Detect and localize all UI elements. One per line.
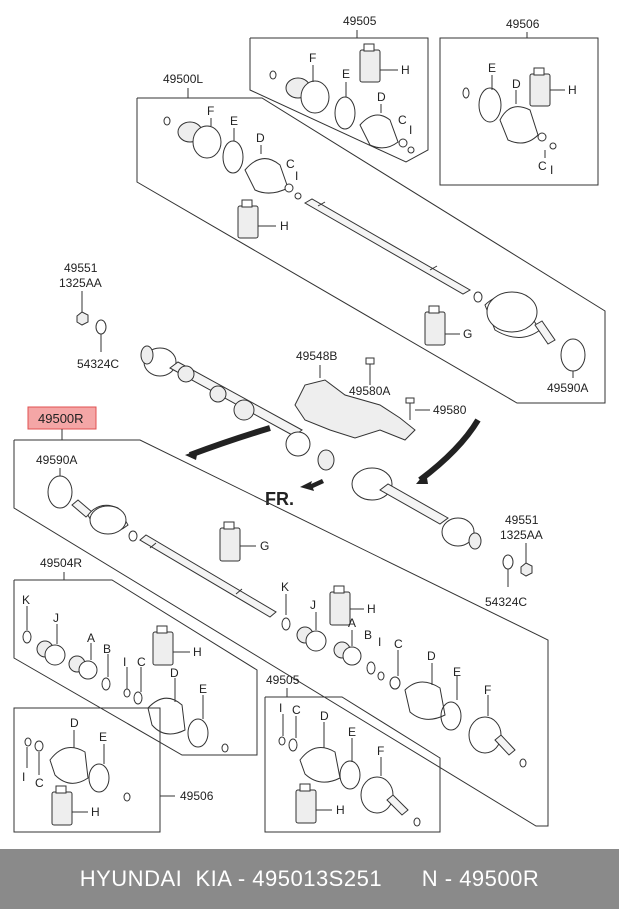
parts-49505-bottom bbox=[278, 714, 421, 827]
nut-washer-left bbox=[76, 291, 107, 352]
label-C-49506-top: C bbox=[538, 159, 547, 173]
front-arrow-icon bbox=[300, 479, 324, 491]
label-H-49505-top: H bbox=[401, 63, 410, 77]
label-I-49506-bottom: I bbox=[22, 770, 25, 784]
bracket-49548B bbox=[294, 357, 430, 441]
label-49505-top: 49505 bbox=[343, 14, 377, 28]
label-H-49500L: H bbox=[280, 219, 289, 233]
label-H-49506-top: H bbox=[568, 83, 577, 97]
catalog-reference: N - 49500R bbox=[421, 866, 540, 891]
label-J-49500R: J bbox=[310, 598, 316, 612]
label-A-49500R: A bbox=[348, 616, 356, 630]
label-C-49506-bottom: C bbox=[35, 776, 44, 790]
label-F-49505-top: F bbox=[309, 51, 316, 65]
main-shaft bbox=[140, 345, 482, 550]
box-49504R bbox=[13, 572, 258, 756]
label-K-49504R: K bbox=[22, 593, 30, 607]
label-I-49500L: I bbox=[295, 169, 298, 183]
box-49505-bottom bbox=[264, 688, 441, 833]
label-49590A-left: 49590A bbox=[36, 453, 77, 467]
parts-49500R bbox=[47, 468, 527, 768]
label-I-49505-top: I bbox=[409, 123, 412, 137]
label-E-49504R: E bbox=[199, 682, 207, 696]
label-H-49500R: H bbox=[367, 602, 376, 616]
label-F-49500R: F bbox=[484, 683, 491, 697]
label-D-49506-top: D bbox=[512, 77, 521, 91]
label-49580: 49580 bbox=[433, 403, 467, 417]
label-1325AA-right: 1325AA bbox=[500, 528, 543, 542]
label-J-49504R: J bbox=[53, 611, 59, 625]
parts-49500L bbox=[163, 116, 586, 378]
label-E-49506-bottom: E bbox=[99, 730, 107, 744]
label-FR: FR. bbox=[265, 489, 294, 509]
label-B-49504R: B bbox=[103, 642, 111, 656]
label-H-49505-bottom: H bbox=[336, 803, 345, 817]
label-C-49504R: C bbox=[137, 655, 146, 669]
part-number-banner: HYUNDAI KIA - 495013S251 N - 49500R bbox=[0, 849, 619, 909]
label-D-49500L: D bbox=[256, 131, 265, 145]
label-C-49500L: C bbox=[286, 157, 295, 171]
label-1325AA-top: 1325AA bbox=[59, 276, 102, 290]
label-49505-bottom: 49505 bbox=[266, 673, 300, 687]
footer-gap bbox=[382, 866, 422, 891]
label-49504R: 49504R bbox=[40, 556, 82, 570]
label-H-49504R: H bbox=[193, 645, 202, 659]
label-E-49500R: E bbox=[453, 665, 461, 679]
parts-diagram: 49505 F E D C I H 49506 E D bbox=[13, 14, 606, 833]
nut-washer-right bbox=[502, 543, 533, 587]
label-I-49504R: I bbox=[123, 655, 126, 669]
label-D-49500R: D bbox=[427, 649, 436, 663]
label-49500R: 49500R bbox=[38, 411, 84, 426]
label-K-49500R: K bbox=[281, 580, 289, 594]
label-H-49506-bottom: H bbox=[91, 805, 100, 819]
label-I-49506-top: I bbox=[550, 163, 553, 177]
label-E-49505-top: E bbox=[342, 67, 350, 81]
label-54324C-top: 54324C bbox=[77, 357, 119, 371]
label-E-49500L: E bbox=[230, 114, 238, 128]
brand-part-number: HYUNDAI KIA - 495013S251 bbox=[79, 866, 383, 891]
box-49506-bottom bbox=[13, 707, 175, 833]
label-G-49500R: G bbox=[260, 539, 269, 553]
label-D-49505-top: D bbox=[377, 90, 386, 104]
box-49505-top bbox=[249, 30, 429, 163]
label-49551-top: 49551 bbox=[64, 261, 98, 275]
label-B-49500R: B bbox=[364, 628, 372, 642]
parts-49506-top bbox=[462, 67, 565, 158]
label-C-49500R: C bbox=[394, 637, 403, 651]
label-D-49505-bottom: D bbox=[320, 709, 329, 723]
label-C-49505-top: C bbox=[398, 113, 407, 127]
label-F-49500L: F bbox=[207, 104, 214, 118]
label-C-49505-bottom: C bbox=[292, 703, 301, 717]
label-49500L: 49500L bbox=[163, 72, 203, 86]
label-49506-top: 49506 bbox=[506, 17, 540, 31]
label-49551-right: 49551 bbox=[505, 513, 539, 527]
label-F-49505-bottom: F bbox=[377, 744, 384, 758]
label-I-49505-bottom: I bbox=[279, 701, 282, 715]
label-D-49504R: D bbox=[170, 666, 179, 680]
label-E-49505-bottom: E bbox=[348, 725, 356, 739]
parts-49504R bbox=[22, 606, 229, 753]
label-49548B: 49548B bbox=[296, 349, 337, 363]
label-I-49500R: I bbox=[378, 635, 381, 649]
label-A-49504R: A bbox=[87, 631, 95, 645]
box-49500R bbox=[13, 429, 549, 827]
label-D-49506-bottom: D bbox=[70, 716, 79, 730]
label-54324C-right: 54324C bbox=[485, 595, 527, 609]
label-49506-bottom: 49506 bbox=[180, 789, 214, 803]
label-E-49506-top: E bbox=[488, 61, 496, 75]
box-49506-top bbox=[439, 32, 599, 186]
parts-49506-bottom bbox=[24, 730, 131, 826]
label-G-49500L: G bbox=[463, 327, 472, 341]
box-49500L bbox=[136, 88, 606, 404]
label-49580A: 49580A bbox=[349, 384, 390, 398]
label-49590A-top: 49590A bbox=[547, 381, 588, 395]
parts-49505-top bbox=[269, 43, 415, 154]
